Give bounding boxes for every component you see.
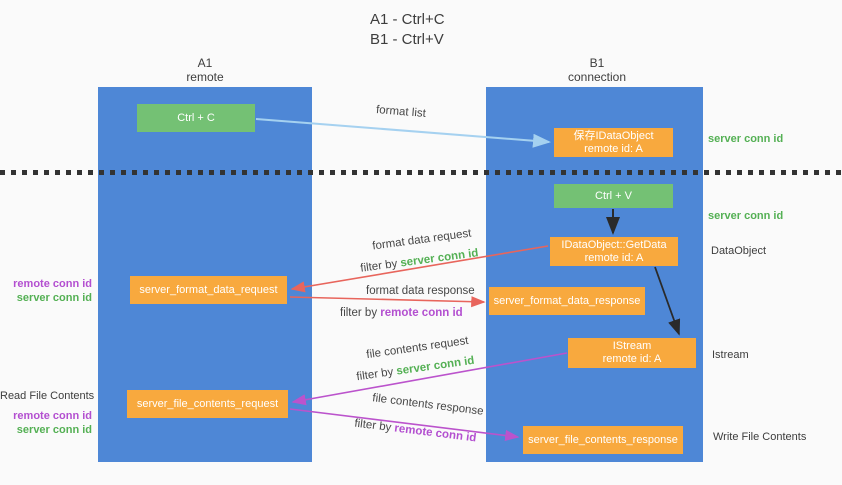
- column-b1-role: connection: [567, 70, 627, 84]
- node-server-format-data-response: server_format_data_response: [489, 287, 645, 315]
- filter-by-prefix: filter by: [359, 257, 402, 275]
- node-format-request-label: server_format_data_request: [139, 283, 278, 296]
- node-ctrl-c: Ctrl + C: [137, 104, 255, 132]
- remote-conn-id-term: remote conn id: [393, 422, 477, 445]
- edge-label-format-data-request: format data request: [371, 227, 473, 253]
- dotted-divider: [0, 170, 842, 175]
- node-istream-line2: remote id: A: [602, 353, 662, 365]
- filter-by-prefix: filter by: [355, 365, 398, 384]
- node-ctrl-c-label: Ctrl + C: [177, 111, 215, 124]
- node-idataobject-getdata: IDataObject::GetData remote id: A: [550, 237, 678, 266]
- column-header-a1: A1 remote: [145, 56, 265, 84]
- node-getdata-line1: IDataObject::GetData: [561, 238, 667, 251]
- filter-by-prefix: filter by: [353, 417, 396, 435]
- column-a1-role: remote: [186, 70, 224, 84]
- node-getdata-line2: remote id: A: [584, 251, 644, 264]
- node-save-idataobject-line2: remote id: A: [584, 142, 643, 155]
- read-file-contents-label: Read File Contents: [0, 390, 95, 402]
- left-conn-id-group-2: remote conn id server conn id: [0, 409, 92, 437]
- remote-conn-id-label: remote conn id: [13, 410, 92, 422]
- node-server-file-contents-response: server_file_contents_response: [523, 426, 683, 454]
- edge-label-format-list: format list: [375, 104, 427, 120]
- remote-conn-id-label: remote conn id: [13, 278, 92, 290]
- diagram-title: A1 - Ctrl+C B1 - Ctrl+V: [370, 10, 445, 50]
- node-server-file-contents-request: server_file_contents_request: [127, 390, 288, 418]
- filter-by-prefix: filter by: [340, 307, 381, 319]
- edge-label-format-data-response: format data response: [366, 285, 475, 297]
- right-server-conn-id-label-2: server conn id: [708, 210, 784, 222]
- write-file-contents-label: Write File Contents: [713, 431, 807, 443]
- server-conn-id-term: server conn id: [395, 354, 476, 378]
- edge-label-filter-by-remote-conn-id-1: filter by remote conn id: [340, 307, 463, 319]
- node-istream-line1: IStream: [612, 340, 652, 352]
- right-server-conn-id-label-1: server conn id: [708, 133, 784, 145]
- istream-label: Istream: [712, 349, 749, 361]
- node-istream: IStream remote id: A: [568, 338, 696, 368]
- node-format-response-label: server_format_data_response: [493, 294, 641, 307]
- left-conn-id-group-1: remote conn id server conn id: [0, 277, 92, 305]
- server-conn-id-term: server conn id: [399, 247, 480, 270]
- node-ctrl-v-label: Ctrl + V: [595, 189, 632, 202]
- node-server-format-data-request: server_format_data_request: [130, 276, 287, 304]
- server-conn-id-label: server conn id: [16, 424, 92, 436]
- server-conn-id-label: server conn id: [16, 292, 92, 304]
- column-b1-name: B1: [589, 56, 605, 70]
- dataobject-label: DataObject: [711, 245, 767, 257]
- edge-label-file-contents-response: file contents response: [371, 392, 485, 418]
- arrow-format-data-response: [289, 296, 486, 308]
- column-header-b1: B1 connection: [537, 56, 657, 84]
- edge-label-filter-by-remote-conn-id-2: filter by remote conn id: [354, 418, 477, 445]
- node-save-idataobject: 保存IDataObject remote id: A: [554, 128, 673, 157]
- node-file-response-label: server_file_contents_response: [528, 433, 678, 446]
- title-line-1: A1 - Ctrl+C: [370, 11, 445, 28]
- remote-conn-id-term: remote conn id: [380, 307, 463, 319]
- node-ctrl-v: Ctrl + V: [554, 184, 673, 208]
- title-line-2: B1 - Ctrl+V: [370, 31, 444, 48]
- column-a1-name: A1: [197, 56, 213, 70]
- node-save-idataobject-line1: 保存IDataObject: [573, 129, 654, 142]
- node-file-request-label: server_file_contents_request: [136, 397, 279, 410]
